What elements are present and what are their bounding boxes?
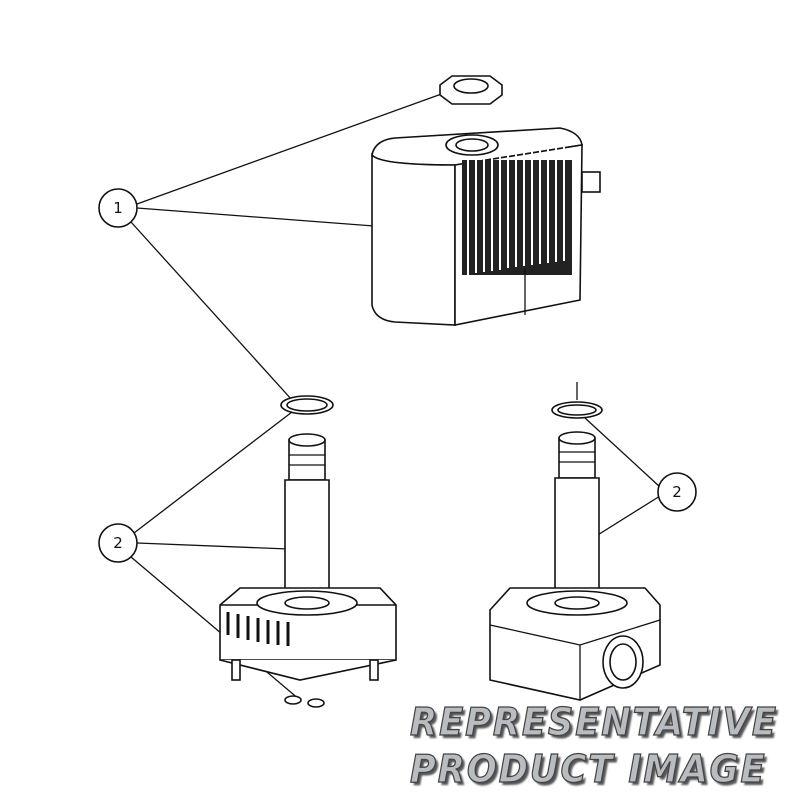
callout-2-right: 2 (657, 472, 697, 512)
leader-lines (130, 91, 661, 701)
callout-1: 1 (98, 188, 138, 228)
valve-left (219, 395, 397, 708)
callout-2-left: 2 (98, 523, 138, 563)
nut (439, 75, 503, 105)
coil (371, 127, 601, 326)
valve-right (489, 382, 661, 701)
callout-1-label: 1 (113, 199, 123, 217)
callout-2-right-label: 2 (672, 483, 682, 501)
callout-2-left-label: 2 (113, 534, 123, 552)
watermark-line-1: REPRESENTATIVE (409, 699, 778, 744)
coil-fins (462, 147, 572, 275)
watermark-line-2: PRODUCT IMAGE (409, 746, 767, 791)
